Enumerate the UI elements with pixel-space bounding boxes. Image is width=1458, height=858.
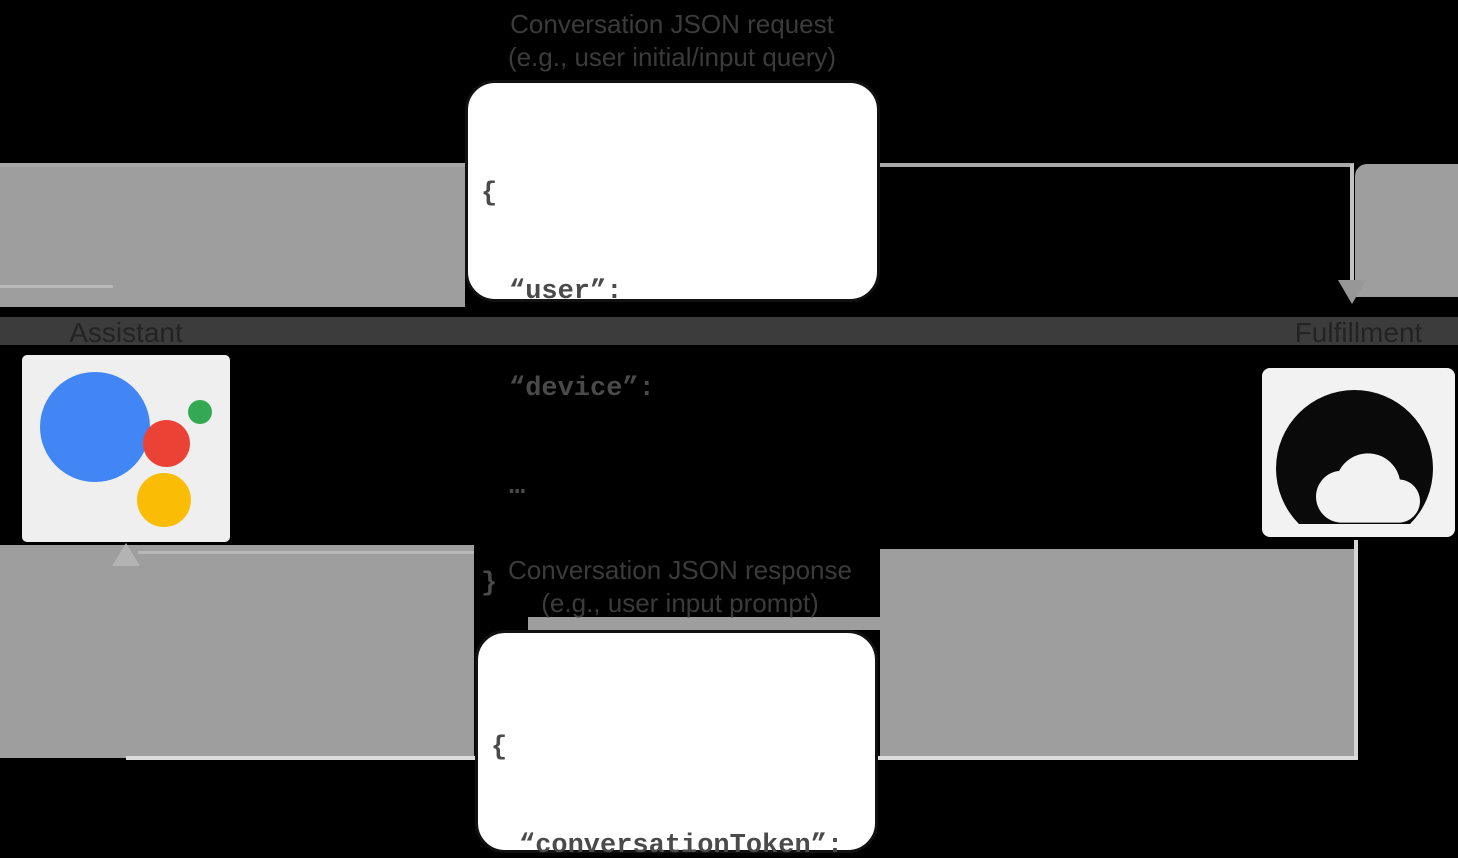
fulfillment-label: Fulfillment bbox=[1294, 317, 1423, 348]
google-assistant-logo bbox=[22, 355, 230, 542]
cloud-icon bbox=[1276, 390, 1433, 524]
request-arrowhead-down-icon bbox=[1338, 280, 1366, 304]
response-arrow-corner-stripe bbox=[138, 551, 474, 554]
request-arrow-body-left bbox=[0, 164, 465, 307]
fulfillment-icon bbox=[1262, 368, 1455, 537]
response-arrowhead-up-icon bbox=[112, 543, 140, 566]
response-arrow-shaft-vertical bbox=[1354, 540, 1358, 759]
request-label: Conversation JSON request (e.g., user in… bbox=[372, 8, 972, 74]
response-arrow-body-right bbox=[880, 549, 1358, 759]
request-arrow-shaft-vertical bbox=[1350, 164, 1354, 280]
request-json-line: { bbox=[481, 179, 498, 209]
assistant-blue-circle bbox=[40, 372, 150, 482]
response-json-line: “conversationToken”: bbox=[519, 830, 844, 858]
assistant-icon bbox=[22, 355, 230, 542]
request-json-line: … bbox=[509, 471, 526, 502]
response-label-line1: Conversation JSON response bbox=[508, 555, 852, 585]
request-arrow-body-right bbox=[1355, 164, 1458, 297]
actor-label-band bbox=[0, 317, 1458, 345]
response-label-line2: (e.g., user input prompt) bbox=[541, 588, 819, 618]
response-arrow-body-left bbox=[0, 545, 474, 758]
request-json-line: “device”: bbox=[509, 374, 655, 404]
assistant-yellow-circle bbox=[137, 473, 191, 527]
assistant-label: Assistant bbox=[69, 317, 183, 348]
response-arrow-body-strip bbox=[528, 617, 880, 630]
request-label-line1: Conversation JSON request bbox=[510, 9, 834, 39]
assistant-green-circle bbox=[188, 400, 212, 424]
request-json-box: { “user”: “device”: … } bbox=[465, 80, 880, 599]
response-json-line: { bbox=[491, 733, 508, 763]
request-json-line: “user”: bbox=[509, 276, 623, 307]
request-label-line2: (e.g., user initial/input query) bbox=[507, 42, 837, 72]
assistant-red-circle bbox=[143, 420, 190, 467]
request-arrow-corner-stripe bbox=[0, 285, 113, 288]
response-json-box: { “conversationToken”: “userStorage”: … … bbox=[475, 630, 878, 858]
request-json-line: } bbox=[481, 569, 498, 599]
response-label: Conversation JSON response (e.g., user i… bbox=[380, 554, 980, 620]
cloud-glyph-icon bbox=[1316, 453, 1420, 523]
